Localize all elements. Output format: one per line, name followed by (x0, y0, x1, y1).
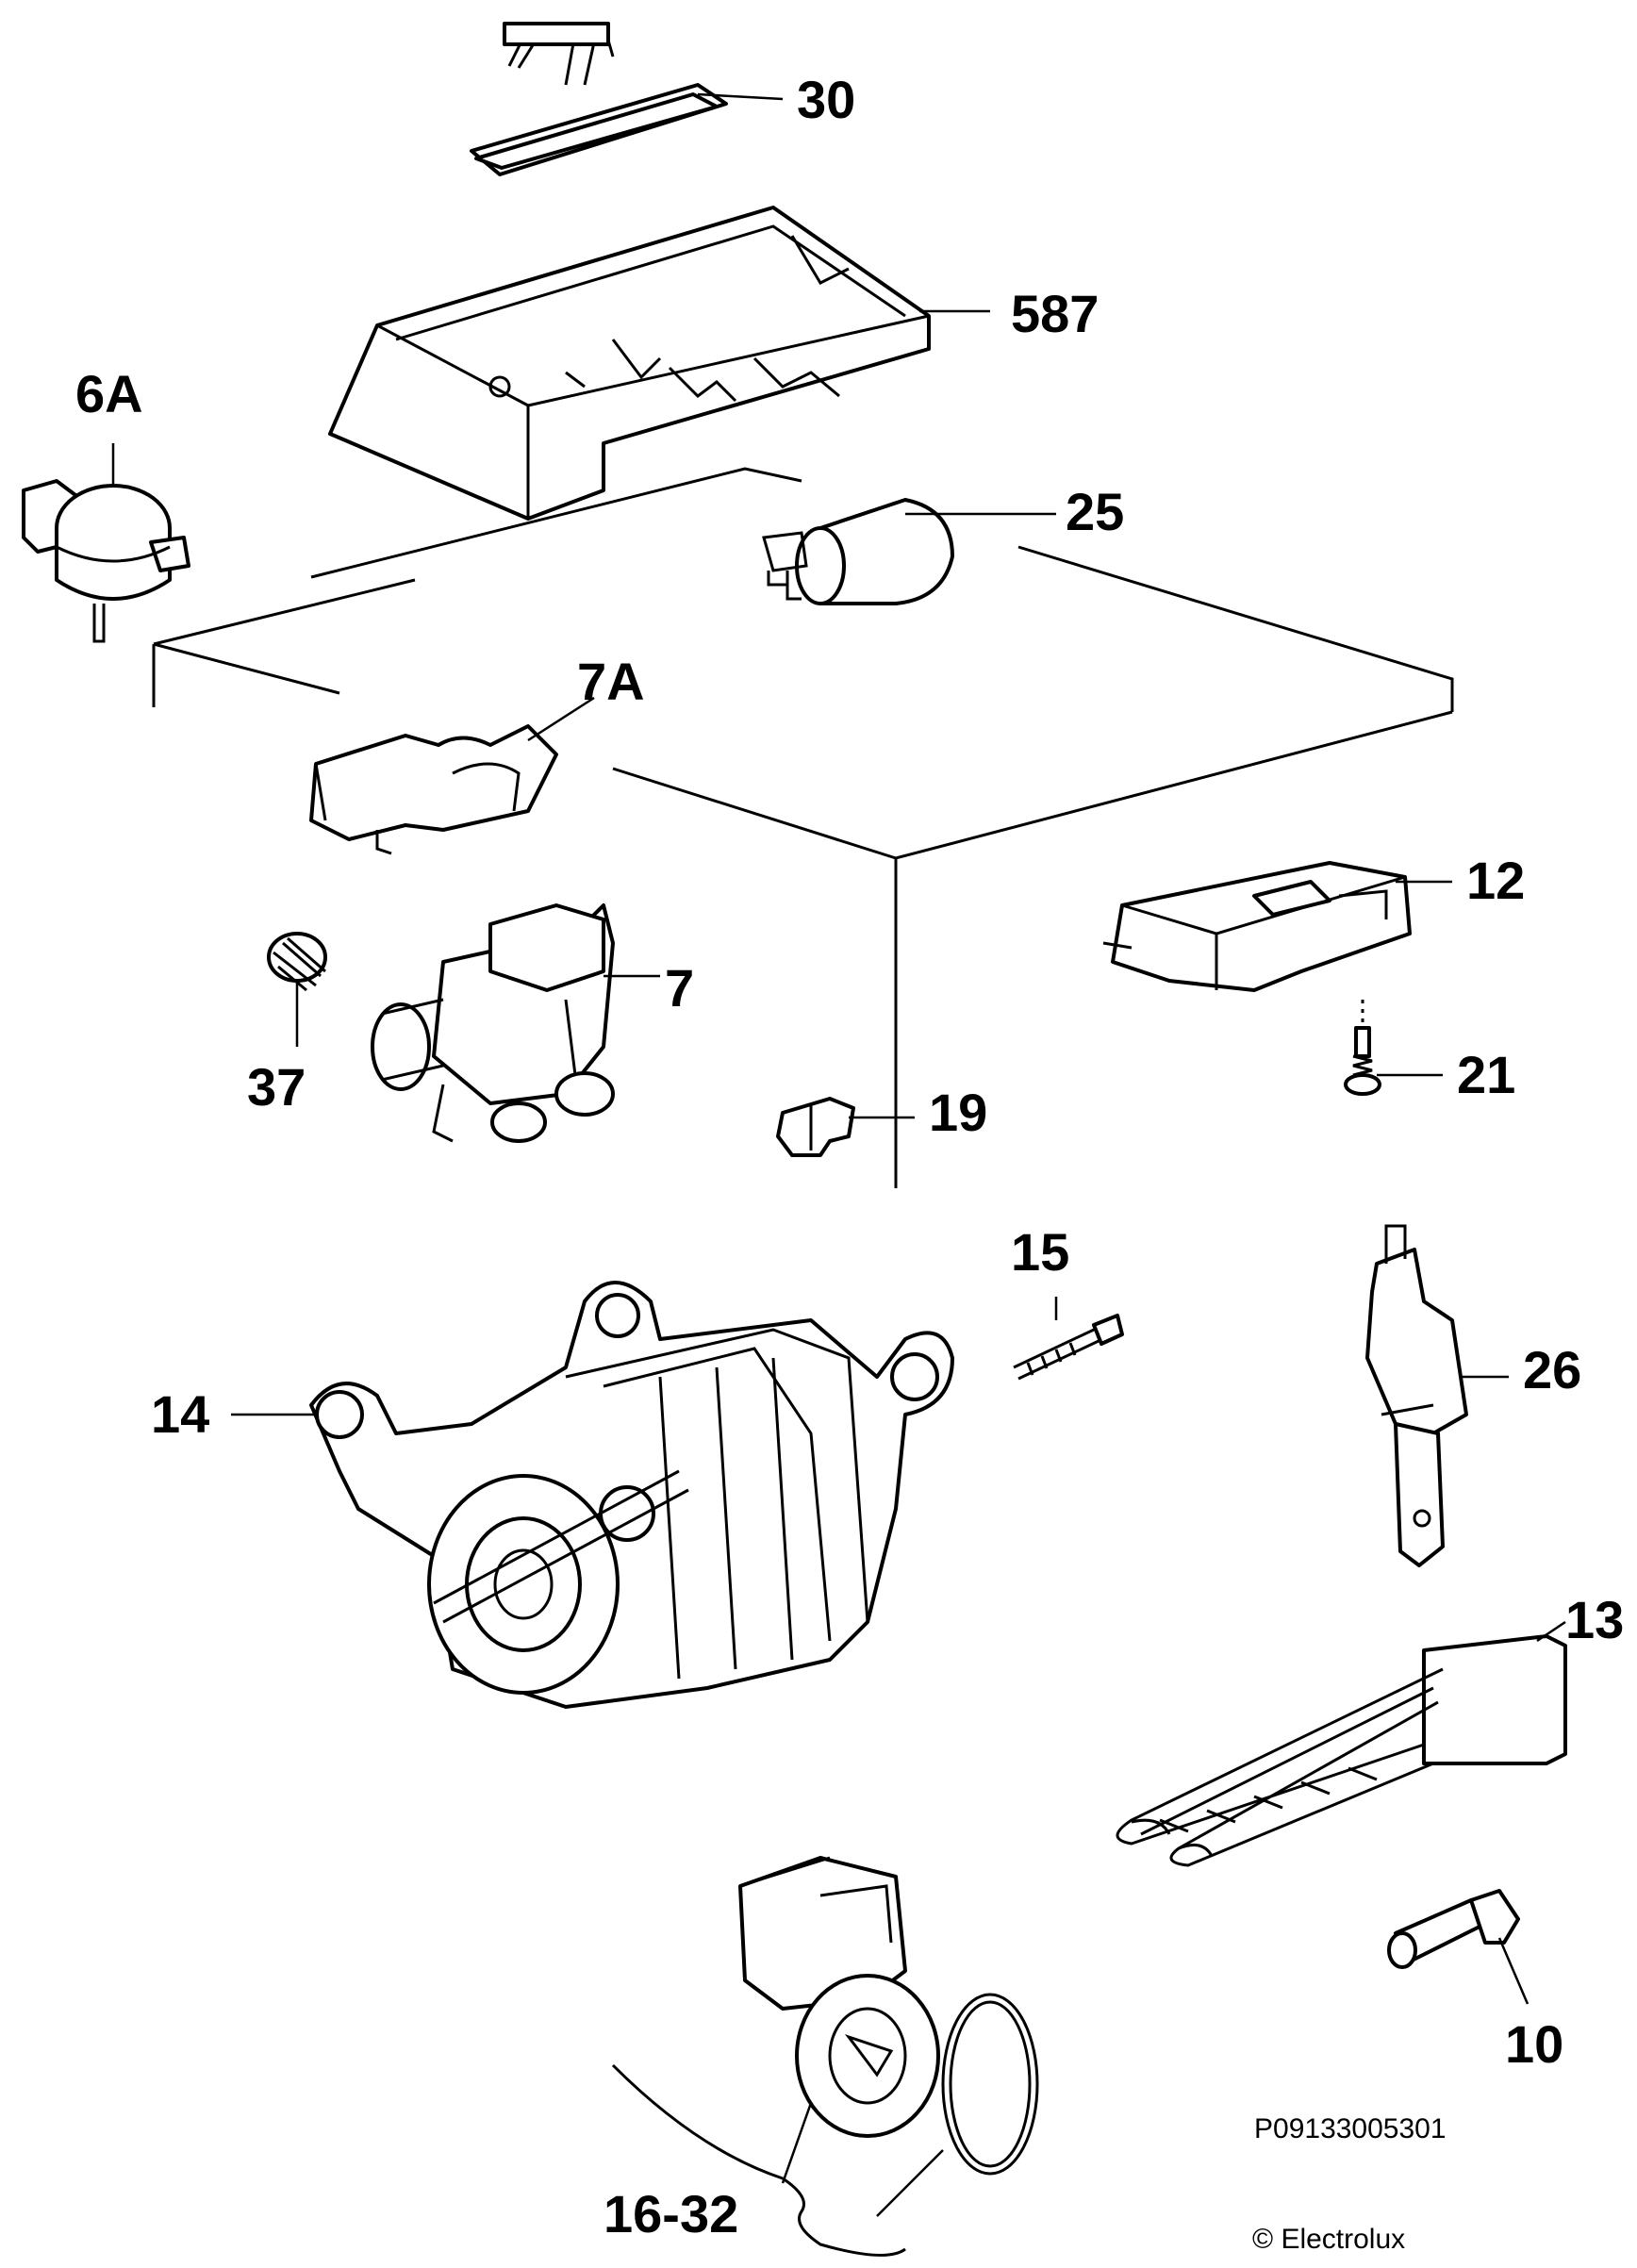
part-21-screw (1344, 1000, 1381, 1096)
label-part-7: 7 (665, 958, 695, 1018)
label-part-19: 19 (929, 1083, 988, 1142)
label-part-7A: 7A (577, 652, 645, 711)
label-part-14: 14 (151, 1384, 210, 1444)
label-part-21: 21 (1457, 1045, 1516, 1104)
part-6A-pressure-switch (22, 479, 190, 643)
label-part-37: 37 (247, 1057, 306, 1117)
part-19-clip (776, 1097, 855, 1157)
label-part-6A: 6A (75, 364, 143, 423)
part-14-motor (309, 1281, 954, 1709)
label-part-587: 587 (1011, 284, 1100, 343)
label-part-25: 25 (1066, 482, 1125, 541)
part-16-32-drain-pump (611, 1856, 1039, 2257)
label-part-13: 13 (1565, 1590, 1625, 1649)
part-15-screw (1013, 1314, 1124, 1381)
part-10-temp-sensor (1387, 1889, 1520, 1969)
part-13-heating-element (1116, 1634, 1567, 1867)
cabinet-frame-outline (152, 467, 1454, 1188)
label-part-10: 10 (1505, 2014, 1564, 2074)
part-30-display-board (470, 22, 728, 176)
leader-lines (111, 92, 1566, 2217)
label-part-30: 30 (797, 70, 856, 129)
part-7-inlet-valve (371, 903, 615, 1143)
part-26-sensor-bracket (1365, 1224, 1468, 1567)
label-part-12: 12 (1466, 851, 1526, 910)
label-part-15: 15 (1011, 1222, 1070, 1282)
label-part-16-32: 16-32 (604, 2184, 739, 2243)
part-587-control-housing (328, 206, 931, 521)
label-part-26: 26 (1523, 1340, 1582, 1399)
drawing-number: P09133005301 (1254, 2113, 1447, 2144)
part-12-door-interlock (1102, 861, 1412, 992)
part-25-suppressor (762, 498, 954, 605)
part-7A-bracket (309, 724, 558, 855)
copyright-notice: © Electrolux (1252, 2224, 1406, 2255)
